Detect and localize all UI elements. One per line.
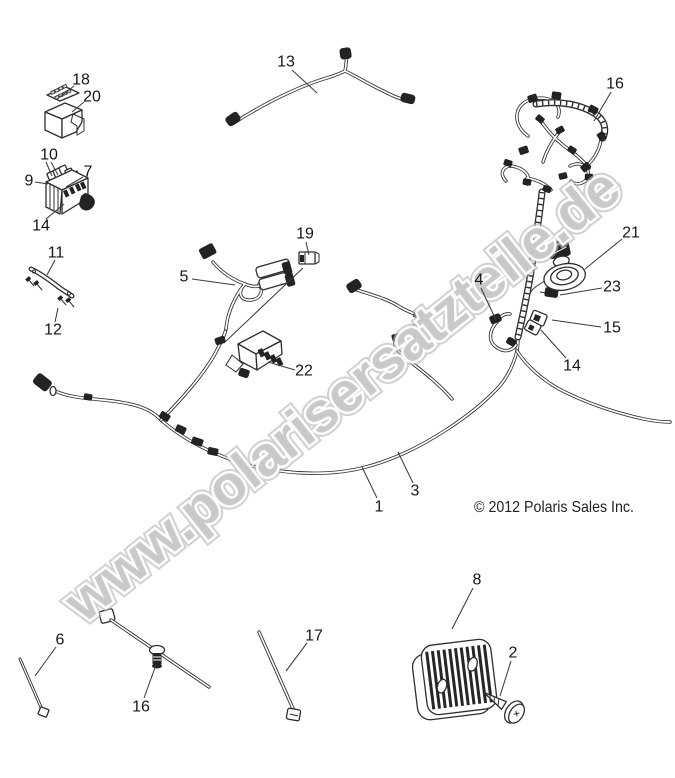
callout-leader-16 [143,664,157,699]
callout-leader-20 [71,101,85,113]
callout-leader-10 [50,161,59,176]
callout-label-13: 13 [277,54,295,71]
callout-leader-14 [540,329,567,359]
callout-leader-7 [65,176,84,188]
connector-4-drawing [488,312,518,353]
callout-leader-23 [559,287,603,296]
boot-21-drawing [543,239,586,292]
callout-label-15: 15 [603,320,621,337]
copyright-notice: © 2012 Polaris Sales Inc. [474,499,634,516]
callout-leader-6 [34,646,57,677]
screw-drawing [483,691,526,724]
callout-label-12: 12 [44,322,62,339]
callout-label-6: 6 [56,632,65,649]
callout-label-16: 16 [606,76,624,93]
callout-label-10: 10 [40,147,58,164]
callout-label-9: 9 [25,173,34,190]
harness-connector-blobs [33,47,607,456]
voltage-regulator-drawing [411,638,498,721]
callout-leader-21 [584,238,623,270]
mount-bracket-drawing [28,266,75,299]
callout-label-16: 16 [132,699,150,716]
callout-leader-2 [499,660,512,697]
callout-leader-5 [191,278,236,286]
callout-label-4: 4 [475,272,484,289]
callout-label-20: 20 [83,89,101,106]
watermark-text: www.polarisersatzteile.de [51,155,631,634]
callout-leader-19 [305,241,310,256]
relay-fuse-plate-drawing [46,83,80,102]
callout-label-3: 3 [411,483,420,500]
callout-label-14: 14 [32,218,50,235]
callout-label-19: 19 [296,226,314,243]
ecu-22-drawing [225,330,284,373]
cable-tie-17-drawing [257,630,302,722]
connector-cluster-5-drawing [198,243,296,331]
callout-leader-8 [451,587,474,630]
callout-label-18: 18 [72,72,90,89]
callout-label-7: 7 [84,164,93,181]
callout-leader-11 [46,259,56,276]
conduit-clips-drawing [524,309,548,336]
callout-leader-16 [593,91,612,122]
cable-tie-6-drawing [18,657,50,718]
callout-label-14: 14 [563,358,581,375]
callout-leader-4 [480,287,497,321]
callout-label-21: 21 [622,225,640,242]
callout-leader-13 [291,69,318,94]
callout-layer: 1820109714111213161952242123151413826161… [25,54,640,716]
wire-13-drawing [232,55,411,125]
callout-label-17: 17 [305,628,323,645]
callout-label-2: 2 [509,645,518,662]
callout-leader-15 [551,319,602,328]
callout-label-8: 8 [473,572,482,589]
clip-19-drawing [298,251,320,265]
callout-label-23: 23 [603,279,621,296]
callout-leader-9 [34,181,49,185]
cable-tie-16-drawing [98,608,211,689]
callout-label-11: 11 [48,245,65,262]
callout-leader-12 [54,307,59,323]
callout-label-1: 1 [375,499,384,516]
callout-leader-10 [45,161,53,177]
callout-label-5: 5 [180,269,189,286]
callout-leader-3 [397,451,414,484]
callout-leader-17 [285,642,308,672]
callout-leader-22 [267,361,296,371]
mount-screws-drawing [25,276,75,308]
callout-leader-19 [223,267,304,344]
callout-leader-18 [59,85,75,98]
callout-label-22: 22 [295,363,313,380]
watermark: www.polarisersatzteile.de www.polarisers… [47,150,636,638]
relay-cover-drawing [44,102,85,139]
callout-leader-14 [45,203,65,220]
callout-leader-1 [361,466,378,499]
